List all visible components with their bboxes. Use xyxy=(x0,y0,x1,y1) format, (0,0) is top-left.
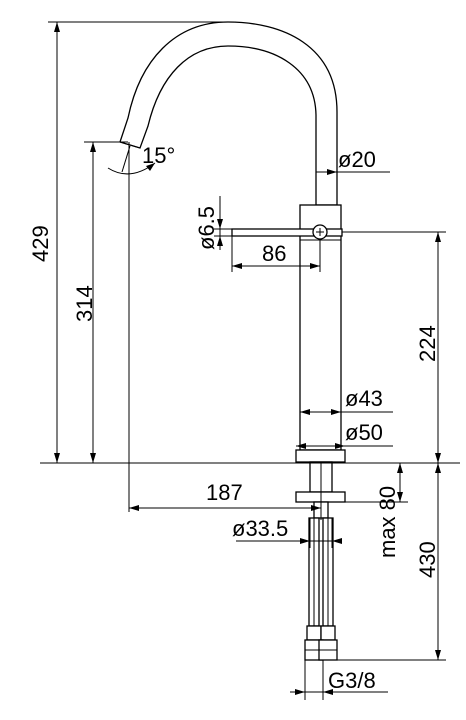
spout-tip xyxy=(119,141,141,149)
dim-hose-length: 430 xyxy=(337,463,446,661)
shank-diameter-label: ø33.5 xyxy=(232,516,288,541)
faucet-outline xyxy=(119,21,346,661)
spout-outer xyxy=(119,21,338,206)
dim-connection: G3/8 xyxy=(290,660,388,700)
dim-spout-reach: 187 xyxy=(129,463,322,520)
connection-label: G3/8 xyxy=(328,668,376,693)
body-diameter-label: ø43 xyxy=(345,386,383,411)
dim-body-diameter: ø43 xyxy=(300,386,393,415)
hose-length-label: 430 xyxy=(415,541,440,578)
lever-length-label: 86 xyxy=(262,241,286,266)
dim-lever-diameter: ø6.5 xyxy=(194,196,232,250)
dim-spout-height: 314 xyxy=(72,141,128,463)
dim-max-deck: max 80 xyxy=(345,463,408,558)
dim-base-diameter: ø50 xyxy=(296,420,393,449)
total-height-label: 429 xyxy=(28,225,53,262)
spout-angle-label: 15° xyxy=(142,143,175,168)
dim-total-height: 429 xyxy=(28,21,228,463)
max-deck-label: max 80 xyxy=(375,486,400,558)
dim-pipe-diameter: ø20 xyxy=(316,147,390,175)
dim-lever-length: 86 xyxy=(231,236,321,272)
dim-spout-angle: 15° xyxy=(107,142,175,512)
pipe-diameter-label: ø20 xyxy=(338,147,376,172)
faucet-base xyxy=(295,449,346,463)
spout-height-label: 314 xyxy=(72,285,97,322)
dim-shank-diameter: ø33.5 xyxy=(232,516,342,548)
base-diameter-label: ø50 xyxy=(345,420,383,445)
lever-height-label: 224 xyxy=(415,325,440,362)
spout-reach-label: 187 xyxy=(206,480,243,505)
supply-hoses xyxy=(304,517,338,661)
dim-lever-height: 224 xyxy=(342,231,446,463)
lever-diameter-label: ø6.5 xyxy=(194,206,219,250)
